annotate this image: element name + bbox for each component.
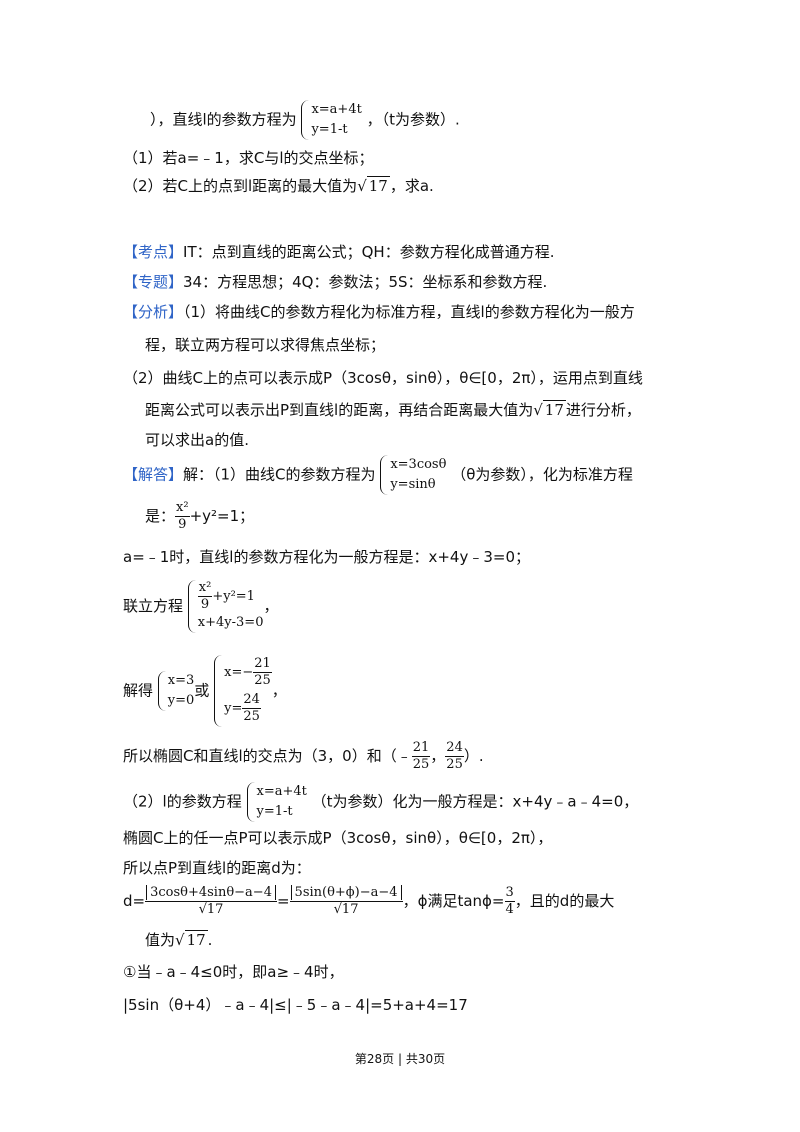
case-1-line: ①当﹣a﹣4≤0时，即a≥﹣4时， (123, 963, 344, 981)
fenxi-line-3: （2）曲线C上的点可以表示成P（3cosθ，sinθ），θ∈[0，2π），运用点… (123, 369, 643, 387)
curve-c-param-system: x=3cosθ y=sinθ (380, 455, 446, 495)
general-equation-a-neg1: a=﹣1时，直线l的参数方程化为一般方程是：x+4y﹣3=0； (123, 548, 530, 566)
sqrt-17: √17 (533, 400, 566, 419)
part2-line: （2）l的参数方程 x=a+4t y=1-t （t为参数）化为一般方程是：x+4… (123, 782, 638, 822)
question-2: （2）若C上的点到l距离的最大值为√17，求a. (123, 176, 434, 195)
page-footer: 第28页 | 共30页 (354, 1052, 446, 1066)
line-l-param-system: x=a+4t y=1-t (301, 100, 362, 140)
zhuanti-line: 【专题】34：方程思想；4Q：参数法；5S：坐标系和参数方程. (123, 273, 548, 291)
fenxi-line-1: 【分析】（1）将曲线C的参数方程化为标准方程，直线l的参数方程化为一般方 (123, 303, 635, 321)
distance-intro: 所以点P到直线l的距离d为： (123, 859, 311, 877)
kaodian-tag: 【考点】 (123, 243, 184, 261)
problem-prefix: ），直线l的参数方程为 (150, 110, 297, 129)
jieda-tag: 【解答】 (123, 465, 184, 484)
fenxi-line-5: 可以求出a的值. (145, 431, 249, 449)
distance-fraction-2: 5sin(θ+ϕ)−a−4√17 (289, 885, 403, 918)
distance-formula: d=3cosθ+4sinθ−a−4√17=5sin(θ+ϕ)−a−4√17，ϕ满… (123, 885, 615, 918)
question-1: （1）若a=﹣1，求C与l的交点坐标； (123, 149, 374, 167)
solution-1: x=3 y=0 (157, 671, 194, 711)
sqrt-17: √17 (175, 930, 208, 949)
max-value-line: 值为√17. (145, 930, 213, 949)
distance-fraction-1: 3cosθ+4sinθ−a−4√17 (145, 885, 277, 918)
jieda-line-1: 【解答】解：（1）曲线C的参数方程为 x=3cosθ y=sinθ （θ为参数）… (123, 455, 633, 495)
problem-line-1: ），直线l的参数方程为 x=a+4t y=1-t ，（t为参数）. (150, 100, 460, 140)
sqrt-17: √17 (357, 176, 390, 195)
fenxi-tag: 【分析】 (123, 303, 184, 321)
kaodian-line: 【考点】IT：点到直线的距离公式；QH：参数方程化成普通方程. (123, 243, 555, 261)
line-l-param-system-2: x=a+4t y=1-t (246, 782, 307, 822)
zhuanti-tag: 【专题】 (123, 273, 184, 291)
inequality-line: |5sin（θ+4）﹣a﹣4|≤|﹣5﹣a﹣4|=5+a+4=17 (123, 996, 468, 1014)
point-p-line: 椭圆C上的任一点P可以表示成P（3cosθ，sinθ），θ∈[0，2π）， (123, 829, 553, 847)
problem-suffix: ，（t为参数）. (366, 110, 460, 129)
fenxi-line-2: 程，联立两方程可以求得焦点坐标； (145, 336, 386, 354)
